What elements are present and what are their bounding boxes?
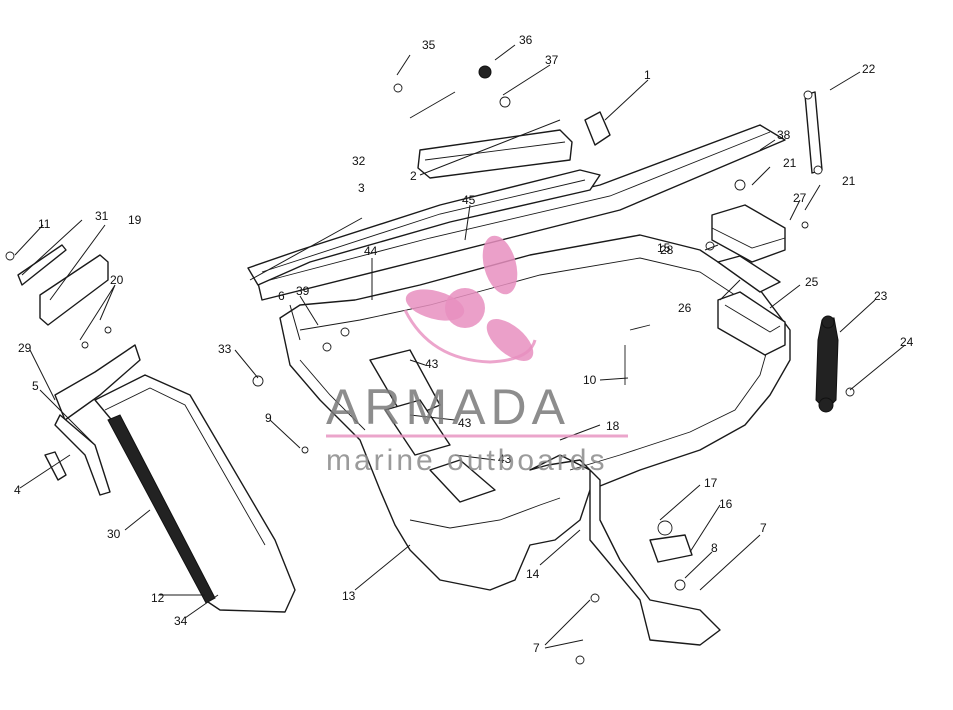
hinge-parts [529, 454, 721, 646]
callout-30: 30 [107, 527, 121, 541]
callout-19: 19 [128, 213, 142, 227]
side-panel-part [54, 344, 296, 613]
callout-1: 1 [644, 68, 651, 82]
callout-33: 33 [218, 342, 232, 356]
callout-43-b: 43 [458, 416, 472, 430]
callout-6: 6 [278, 289, 285, 303]
propeller-logo-icon [403, 235, 537, 364]
side-channel-part [417, 129, 573, 179]
callout-22: 22 [862, 62, 876, 76]
callout-2: 2 [410, 169, 417, 183]
callout-15: 15 [657, 241, 671, 255]
callout-27: 27 [793, 191, 807, 205]
upper-bracket-part [247, 169, 601, 286]
callout-26: 26 [678, 301, 692, 315]
fasteners [5, 65, 855, 665]
callout-34: 34 [174, 614, 188, 628]
callout-4: 4 [14, 483, 21, 497]
callout-8: 8 [711, 541, 718, 555]
watermark-tagline: marine outboards [326, 444, 607, 477]
leader-lines [14, 44, 906, 649]
decals-43 [369, 349, 496, 503]
callout-36: 36 [519, 33, 533, 47]
callout-16: 16 [719, 497, 733, 511]
callout-21-a: 21 [783, 156, 797, 170]
callout-11: 11 [38, 217, 51, 231]
callout-39: 39 [296, 284, 310, 298]
watermark: ARMADA marine outboards [326, 235, 628, 477]
callout-18: 18 [606, 419, 620, 433]
callout-32: 32 [352, 154, 366, 168]
callout-28: 28 [660, 243, 674, 257]
shock-absorber-22-part [803, 90, 823, 175]
callout-12: 12 [151, 591, 165, 605]
callout-5: 5 [32, 379, 39, 393]
callout-17: 17 [704, 476, 718, 490]
shock-absorber-23-part [815, 315, 839, 413]
callout-43-a: 43 [425, 357, 439, 371]
callout-7-top: 7 [760, 521, 767, 535]
callout-35: 35 [422, 38, 436, 52]
callout-44: 44 [364, 244, 378, 258]
callout-3: 3 [358, 181, 365, 195]
callout-29: 29 [18, 341, 32, 355]
callout-21-b: 21 [842, 174, 856, 188]
callout-13: 13 [342, 589, 356, 603]
callout-labels: 1 2 3 4 5 6 7 7 8 9 10 11 12 13 14 15 16… [14, 33, 914, 655]
bracket-4-part [44, 451, 67, 481]
callout-20: 20 [110, 273, 124, 287]
callout-45: 45 [462, 193, 476, 207]
callout-43-c: 43 [498, 452, 512, 466]
callout-23: 23 [874, 289, 888, 303]
callout-25: 25 [805, 275, 819, 289]
watermark-brand: ARMADA [326, 379, 570, 435]
callout-14: 14 [526, 567, 540, 581]
callout-7-bottom: 7 [533, 641, 540, 655]
callout-24: 24 [900, 335, 914, 349]
callout-38: 38 [777, 128, 791, 142]
callout-31: 31 [95, 209, 109, 223]
callout-10: 10 [583, 373, 597, 387]
plate-1-part [584, 111, 611, 146]
callout-9: 9 [265, 411, 272, 425]
bracket-19-part [17, 244, 109, 326]
console-holder-parts [711, 204, 786, 356]
callout-37: 37 [545, 53, 559, 67]
